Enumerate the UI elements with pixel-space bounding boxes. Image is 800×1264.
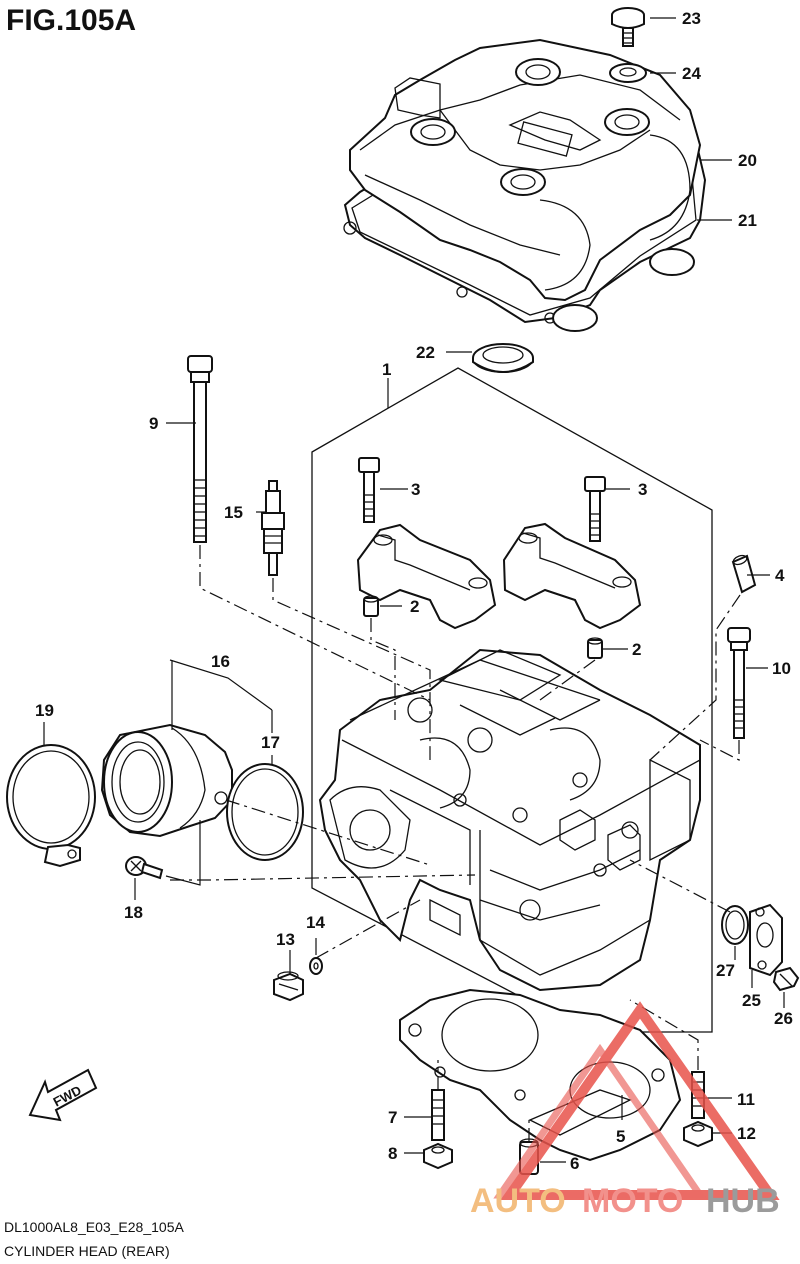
callout-1: 1 bbox=[382, 360, 391, 379]
callout-6: 6 bbox=[570, 1154, 579, 1173]
sealing-washer bbox=[309, 957, 323, 975]
valve-cover bbox=[349, 38, 702, 332]
figure-code: DL1000AL8_E03_E28_105A bbox=[4, 1219, 184, 1235]
callout-4: 4 bbox=[775, 566, 785, 585]
callout-24: 24 bbox=[682, 64, 701, 83]
callout-25: 25 bbox=[742, 991, 761, 1010]
callout-3b: 3 bbox=[638, 480, 647, 499]
callout-13: 13 bbox=[276, 930, 295, 949]
callout-3a: 3 bbox=[411, 480, 420, 499]
intake-screw bbox=[125, 856, 164, 880]
callout-27: 27 bbox=[716, 961, 735, 980]
callout-8: 8 bbox=[388, 1144, 397, 1163]
forward-label: FWD bbox=[51, 1082, 84, 1109]
callout-2a: 2 bbox=[410, 597, 419, 616]
spark-plug bbox=[261, 480, 285, 576]
intake-clamp bbox=[6, 744, 96, 868]
callout-15: 15 bbox=[224, 503, 243, 522]
callout-20: 20 bbox=[738, 151, 757, 170]
watermark-hub: HUB bbox=[706, 1182, 780, 1220]
callout-12: 12 bbox=[737, 1124, 756, 1143]
callout-9: 9 bbox=[149, 414, 158, 433]
flange-nut-left bbox=[423, 1142, 453, 1170]
callout-21: 21 bbox=[738, 211, 757, 230]
callout-19: 19 bbox=[35, 701, 54, 720]
watermark: AUTO MOTO HUB bbox=[470, 1001, 780, 1220]
flange-bolt bbox=[273, 971, 304, 1002]
dowel-pin-lower bbox=[587, 637, 603, 659]
flange-nut-right bbox=[683, 1120, 713, 1148]
cap-cover bbox=[749, 903, 783, 977]
callout-18: 18 bbox=[124, 903, 143, 922]
figure-caption: CYLINDER HEAD (REAR) bbox=[4, 1243, 170, 1259]
stud-bolt-left bbox=[431, 1089, 445, 1141]
intake-pipe bbox=[100, 723, 233, 838]
assembly-lines bbox=[170, 545, 741, 1142]
callout-10: 10 bbox=[772, 659, 791, 678]
cover-screw bbox=[772, 966, 800, 992]
watermark-auto: AUTO bbox=[470, 1182, 566, 1220]
leader-lines bbox=[43, 17, 785, 1163]
head-bolt-long bbox=[187, 355, 213, 543]
head-bolt bbox=[727, 627, 751, 739]
callout-2b: 2 bbox=[632, 640, 641, 659]
cover-bolt bbox=[611, 7, 645, 47]
plug-seal bbox=[472, 343, 534, 373]
guide-pin bbox=[731, 554, 757, 594]
camshaft-holder-bolt-right bbox=[584, 476, 606, 542]
watermark-moto: MOTO bbox=[582, 1182, 683, 1220]
camshaft-holder-left bbox=[356, 523, 497, 630]
cover-washer bbox=[609, 63, 647, 83]
callout-22: 22 bbox=[416, 343, 435, 362]
callout-16: 16 bbox=[211, 652, 230, 671]
camshaft-holder-bolt-left bbox=[358, 457, 380, 523]
callout-17: 17 bbox=[261, 733, 280, 752]
callout-11: 11 bbox=[737, 1090, 755, 1109]
dowel-pin-upper bbox=[363, 595, 379, 617]
assembly-frame bbox=[311, 367, 713, 1033]
cover-o-ring bbox=[721, 905, 749, 945]
callout-23: 23 bbox=[682, 9, 701, 28]
cylinder-head bbox=[318, 648, 701, 992]
callout-14: 14 bbox=[306, 913, 325, 932]
callout-5: 5 bbox=[616, 1127, 625, 1146]
camshaft-holder-right bbox=[502, 522, 642, 630]
callout-numbers: 1 2 2 3 3 4 5 6 7 8 9 10 11 12 13 14 15 … bbox=[35, 9, 793, 1173]
callout-26: 26 bbox=[774, 1009, 793, 1028]
figure-title: FIG.105A bbox=[6, 4, 136, 37]
forward-arrow: FWD bbox=[28, 1068, 98, 1122]
callout-7: 7 bbox=[388, 1108, 397, 1127]
